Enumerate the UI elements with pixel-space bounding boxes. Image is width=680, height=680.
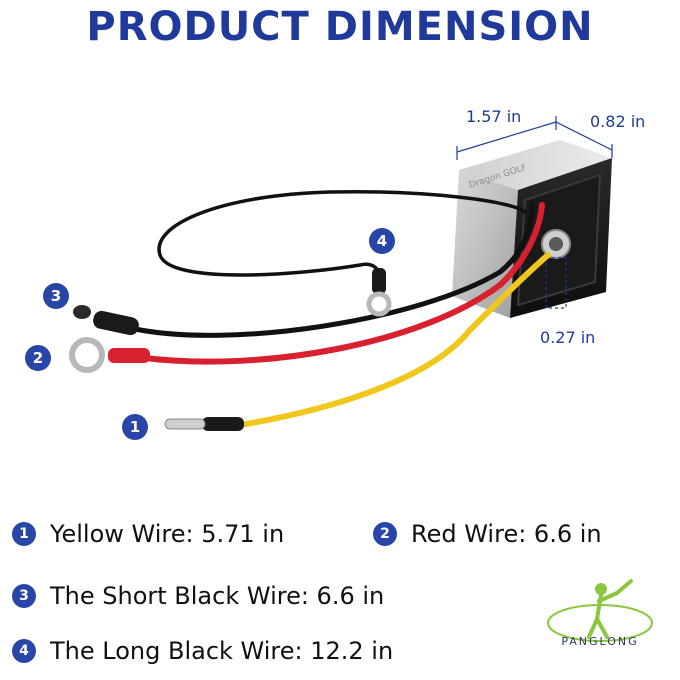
legend-text: Yellow Wire: 5.71 in — [50, 520, 285, 548]
depth-dimension-label: 0.82 in — [590, 112, 646, 131]
short-black-wire — [127, 202, 535, 338]
marker-3-badge: 3 — [43, 283, 69, 309]
legend-number-badge: 2 — [373, 522, 397, 546]
marker-2-badge: 2 — [25, 345, 51, 371]
legend-text: The Short Black Wire: 6.6 in — [50, 582, 385, 610]
red-wire — [142, 202, 545, 365]
legend-item-short-black-wire: 3 The Short Black Wire: 6.6 in — [12, 582, 384, 610]
marker-4-badge: 4 — [369, 228, 395, 254]
dimension-line-depth — [555, 121, 613, 158]
yellow-wire-connector — [164, 417, 244, 431]
golfer-icon — [547, 579, 653, 642]
terminal-stud — [541, 229, 571, 259]
marker-1-badge: 1 — [122, 414, 148, 440]
long-black-wire-connector — [366, 268, 392, 317]
legend-item-yellow-wire: 1 Yellow Wire: 5.71 in — [12, 520, 284, 548]
legend-item-red-wire: 2 Red Wire: 6.6 in — [373, 520, 602, 548]
page-title: PRODUCT DIMENSION — [86, 4, 594, 50]
legend-number-badge: 4 — [12, 639, 36, 663]
long-black-wire — [157, 190, 527, 277]
legend-item-long-black-wire: 4 The Long Black Wire: 12.2 in — [12, 637, 393, 665]
legend-number-badge: 3 — [12, 584, 36, 608]
brand-logo-text: PANGLONG — [561, 635, 639, 648]
legend-text: The Long Black Wire: 12.2 in — [50, 637, 394, 665]
width-dimension-label: 1.57 in — [466, 107, 522, 126]
dimension-line-terminal — [545, 257, 567, 309]
dimension-line-width — [456, 116, 557, 160]
red-wire-connector — [69, 337, 150, 373]
legend-number-badge: 1 — [12, 522, 36, 546]
legend-text: Red Wire: 6.6 in — [411, 520, 602, 548]
brand-logo: PANGLONG — [535, 575, 665, 665]
short-black-wire-connector — [73, 305, 139, 336]
yellow-wire — [237, 252, 551, 428]
terminal-dimension-label: 0.27 in — [540, 328, 596, 347]
regulator-box: Dragon GOLF — [452, 140, 612, 318]
